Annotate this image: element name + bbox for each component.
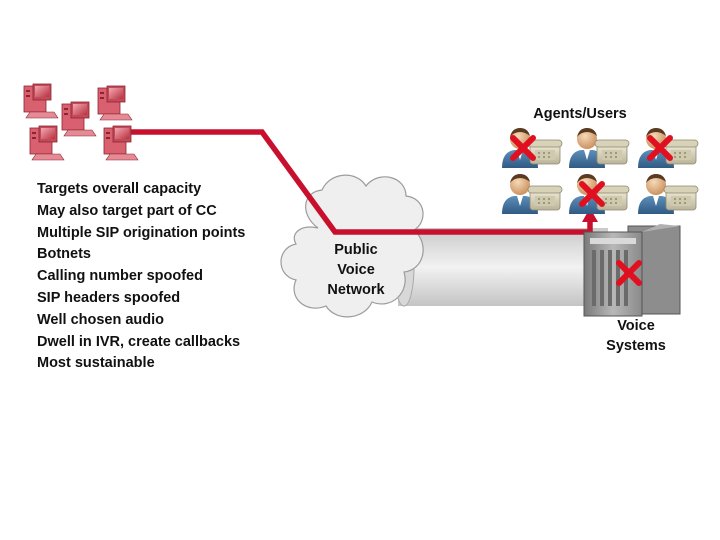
list-item: SIP headers spoofed	[37, 289, 181, 306]
voice-systems-label: Voice Systems	[596, 316, 676, 356]
list-item: Targets overall capacity	[37, 181, 202, 197]
list-item: Well chosen audio	[37, 311, 165, 328]
agent-with-phone-icon	[568, 127, 630, 169]
attack-path-line	[118, 129, 593, 235]
attack-arrowhead	[582, 208, 598, 222]
list-item: Multiple SIP origination points	[37, 224, 246, 241]
voice-systems-label-line: Systems	[606, 338, 666, 354]
cloud-label-line: Voice	[337, 262, 375, 278]
connection-tube	[393, 227, 608, 307]
voice-systems-label-line: Voice	[617, 318, 655, 334]
list-item: Botnets	[37, 246, 91, 263]
agent-with-phone-icon	[501, 127, 563, 169]
agent-with-phone-icon	[568, 173, 630, 215]
attacker-computer-icon	[23, 83, 59, 119]
botnet-computers	[23, 83, 139, 161]
cloud-label: Public Voice Network	[316, 240, 396, 300]
attacker-computer-icon	[29, 125, 65, 161]
agent-with-phone-icon	[637, 127, 699, 169]
list-item: Most sustainable	[37, 355, 155, 372]
agents-users-label: Agents/Users	[533, 106, 627, 122]
attacker-computer-icon	[97, 85, 133, 121]
voice-systems-server-icon	[583, 224, 681, 317]
attack-characteristics-list: Targets overall capacity May also target…	[37, 179, 245, 375]
attacker-computer-icon	[61, 101, 97, 137]
list-item: Dwell in IVR, create callbacks	[37, 333, 241, 350]
cloud-label-line: Public	[334, 242, 378, 258]
agent-with-phone-icon	[501, 173, 563, 215]
list-item: May also target part of CC	[37, 202, 217, 219]
agent-with-phone-icon	[637, 173, 699, 215]
cloud-label-line: Network	[327, 282, 385, 298]
list-item: Calling number spoofed	[37, 268, 203, 285]
agents-grid	[501, 127, 699, 215]
